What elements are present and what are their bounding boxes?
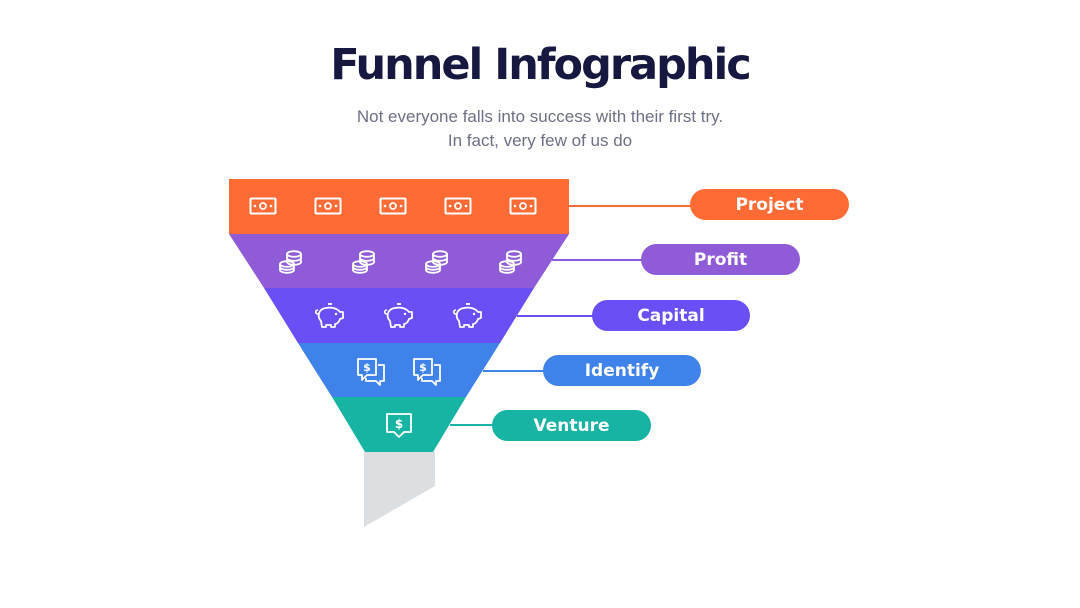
banknote-icon xyxy=(444,197,472,215)
stage-label-capital: Capital xyxy=(637,306,704,326)
funnel-band-identify xyxy=(298,343,500,397)
svg-text:$: $ xyxy=(419,361,427,374)
label-pill-project xyxy=(690,189,849,220)
stage-icons-venture: $ xyxy=(386,413,412,438)
coin-stack-icon xyxy=(499,250,522,274)
subtitle-line-1: Not everyone falls into success with the… xyxy=(356,107,724,126)
funnel-stage-identify: $$ Identify xyxy=(298,343,701,397)
stage-icons-project xyxy=(249,197,537,215)
piggy-bank-icon xyxy=(383,303,413,328)
coin-stack-icon xyxy=(425,250,448,274)
svg-text:$: $ xyxy=(395,417,403,431)
label-pill-capital xyxy=(592,300,750,331)
stage-label-profit: Profit xyxy=(694,250,747,270)
funnel-band-profit xyxy=(229,234,569,288)
stage-icons-capital xyxy=(314,303,482,328)
dollar-chat-icon: $ xyxy=(357,358,385,386)
funnel-stage-venture: $ Venture xyxy=(332,397,651,452)
coin-stack-icon xyxy=(352,250,375,274)
dollar-speech-icon: $ xyxy=(386,413,412,438)
piggy-bank-icon xyxy=(452,303,482,328)
label-pill-identify xyxy=(543,355,701,386)
banknote-icon xyxy=(314,197,342,215)
dollar-chat-icon: $ xyxy=(413,358,441,386)
coin-stack-icon xyxy=(279,250,302,274)
funnel-stage-capital: Capital xyxy=(264,288,750,343)
stage-label-project: Project xyxy=(735,195,803,215)
stage-icons-identify: $$ xyxy=(357,358,441,386)
banknote-icon xyxy=(379,197,407,215)
stage-label-venture: Venture xyxy=(533,416,609,436)
funnel-stage-project: Project xyxy=(229,179,849,234)
funnel-band-capital xyxy=(264,288,534,343)
stage-icons-profit xyxy=(279,250,522,274)
funnel-band-project xyxy=(229,179,569,234)
piggy-bank-icon xyxy=(314,303,344,328)
banknote-icon xyxy=(249,197,277,215)
svg-text:$: $ xyxy=(363,361,371,374)
banknote-icon xyxy=(509,197,537,215)
stage-label-identify: Identify xyxy=(585,361,660,381)
funnel-band-venture xyxy=(332,397,466,452)
funnel-spout xyxy=(364,452,435,527)
label-pill-venture xyxy=(492,410,651,441)
funnel-stage-profit: Profit xyxy=(229,234,800,288)
label-pill-profit xyxy=(641,244,800,275)
page-title: Funnel Infographic xyxy=(330,40,751,90)
subtitle-line-2: In fact, very few of us do xyxy=(447,131,633,150)
